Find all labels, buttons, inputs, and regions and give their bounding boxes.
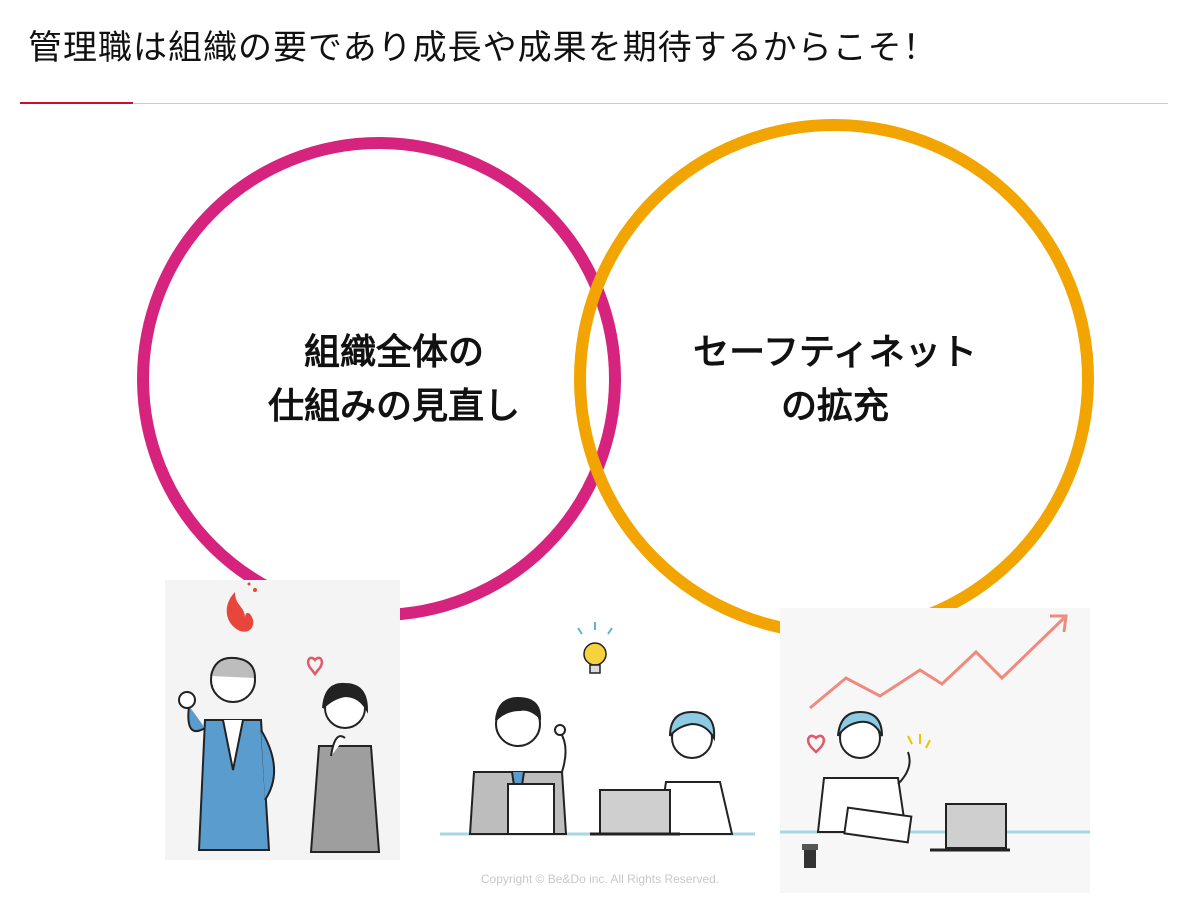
laptop-icon [590,789,680,836]
right-circle-label-line2: の拡充 [780,386,889,427]
copyright-notice: Copyright © Be&Do inc. All Rights Reserv… [480,872,720,886]
light-bulb-icon [577,622,613,674]
left-circle-label-line1: 組織全体の [303,332,484,373]
venn-diagram [137,119,1094,639]
heart-icon [306,656,324,677]
left-circle-label: 組織全体の 仕組みの見直し [194,326,594,434]
illustration-idea-meeting [440,622,755,836]
title-accent-bar [20,102,133,104]
heart-icon [806,734,826,754]
left-circle-label-line2: 仕組みの見直し [267,386,520,427]
illustration-motivated-team [165,580,400,860]
woman-figure [309,682,381,853]
growth-arrow-icon [809,614,1068,710]
laptop-icon [930,803,1010,852]
sparkle-icon [907,734,931,749]
right-circle-label-line1: セーフティネット [693,332,977,373]
title-divider [20,103,1168,104]
slide-title: 管理職は組織の要であり成長や成果を期待するからこそ！ [28,28,938,68]
woman-at-desk-figure [816,710,913,844]
illustration-growth-success [780,608,1090,893]
man-with-document-figure [468,696,568,835]
right-circle-label: セーフティネット の拡充 [635,326,1035,434]
woman-with-laptop-figure [590,710,734,836]
coffee-cup-icon [802,844,818,868]
man-figure [178,656,276,851]
flame-icon [226,582,257,632]
